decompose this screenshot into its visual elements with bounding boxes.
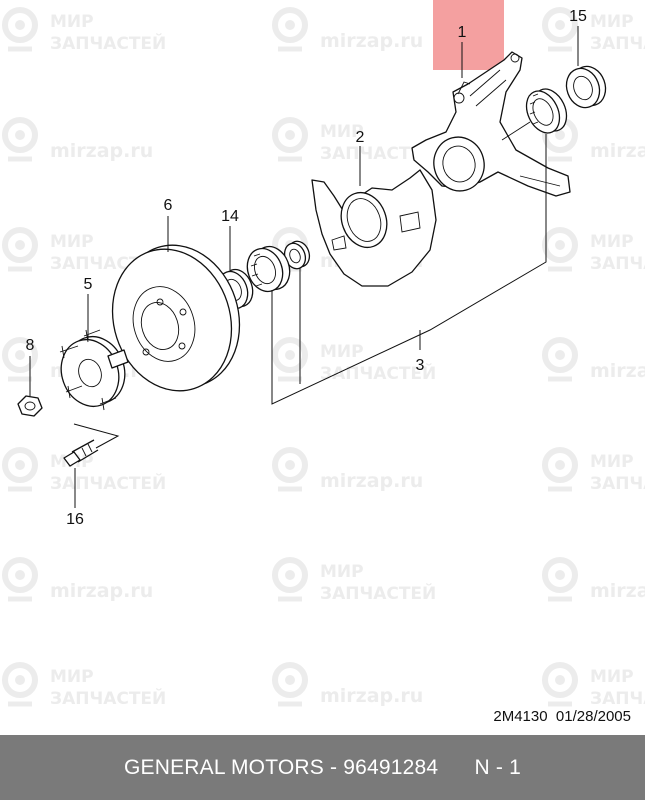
- svg-text:mirzap.ru: mirzap.ru: [320, 685, 423, 707]
- footer-part-number: 96491284: [343, 755, 439, 779]
- svg-text:МИР: МИР: [590, 667, 634, 687]
- svg-text:МИР: МИР: [320, 562, 364, 582]
- watermark-logo: mirzap.ru: [2, 117, 153, 162]
- callout-14[interactable]: 14: [221, 208, 239, 225]
- watermark-logo: mirzap.ru: [2, 557, 153, 602]
- footer-bar: GENERAL MOTORS - 96491284 N - 1: [0, 735, 645, 800]
- watermark-logo: mirzap.ru: [542, 337, 645, 382]
- svg-text:ЗАПЧАСТЕЙ: ЗАПЧАСТЕЙ: [320, 142, 436, 164]
- svg-text:ЗАПЧАСТЕЙ: ЗАПЧАСТЕЙ: [590, 252, 645, 274]
- drawing-date: 01/28/2005: [555, 708, 631, 725]
- drawing-code: 2M4130: [493, 708, 548, 725]
- selected-part-highlight: [433, 0, 504, 70]
- callout-8[interactable]: 8: [26, 337, 35, 354]
- bearing-inner[interactable]: [242, 242, 296, 297]
- svg-text:ЗАПЧАСТЕЙ: ЗАПЧАСТЕЙ: [320, 582, 436, 604]
- part-1-steering-knuckle[interactable]: [411, 42, 571, 197]
- svg-text:mirzap.ru: mirzap.ru: [590, 360, 645, 382]
- svg-text:mirzap.ru: mirzap.ru: [320, 30, 423, 52]
- svg-text:ЗАПЧАСТЕЙ: ЗАПЧАСТЕЙ: [590, 687, 645, 709]
- callout-1[interactable]: 1: [458, 24, 467, 41]
- callout-6[interactable]: 6: [164, 197, 173, 214]
- svg-text:МИР: МИР: [590, 232, 634, 252]
- svg-text:ЗАПЧАСТЕЙ: ЗАПЧАСТЕЙ: [590, 32, 645, 54]
- watermark-logo: mirzap.ru: [272, 447, 423, 492]
- svg-text:МИР: МИР: [50, 667, 94, 687]
- svg-text:МИР: МИР: [590, 12, 634, 32]
- watermark-logo: mirzap.ru: [272, 7, 423, 52]
- svg-text:mirzap.ru: mirzap.ru: [320, 470, 423, 492]
- part-6-brake-disc[interactable]: [95, 216, 258, 406]
- svg-text:ЗАПЧАСТЕЙ: ЗАПЧАСТЕЙ: [50, 32, 166, 54]
- watermark-logo: mirzap.ru: [272, 662, 423, 707]
- callout-3[interactable]: 3: [416, 357, 425, 374]
- footer-brand: GENERAL MOTORS: [123, 755, 324, 779]
- svg-text:МИР: МИР: [590, 452, 634, 472]
- callout-5[interactable]: 5: [84, 276, 93, 293]
- callout-2[interactable]: 2: [356, 129, 365, 146]
- part-15-seal[interactable]: [561, 26, 611, 112]
- bearing-upper[interactable]: [520, 84, 573, 139]
- svg-text:МИР: МИР: [50, 232, 94, 252]
- footer-separator: -: [323, 755, 344, 779]
- part-2-dust-shield[interactable]: [311, 146, 437, 287]
- part-5-wheel-hub[interactable]: [52, 294, 134, 415]
- footer-position: N - 1: [474, 755, 522, 779]
- svg-text:МИР: МИР: [320, 342, 364, 362]
- watermark-layer: МИРЗАПЧАСТЕЙmirzap.ruМИРЗАПЧАСТЕЙmirzap.…: [2, 7, 645, 709]
- exploded-parts-diagram: МИРЗАПЧАСТЕЙmirzap.ruМИРЗАПЧАСТЕЙmirzap.…: [2, 7, 645, 709]
- svg-text:ЗАПЧАСТЕЙ: ЗАПЧАСТЕЙ: [50, 687, 166, 709]
- svg-text:mirzap.ru: mirzap.ru: [590, 140, 645, 162]
- svg-text:mirzap.ru: mirzap.ru: [50, 580, 153, 602]
- svg-text:МИР: МИР: [50, 12, 94, 32]
- svg-text:mirzap.ru: mirzap.ru: [50, 140, 153, 162]
- svg-text:ЗАПЧАСТЕЙ: ЗАПЧАСТЕЙ: [590, 472, 645, 494]
- callout-15[interactable]: 15: [569, 8, 587, 25]
- part-16-wheel-stud[interactable]: [63, 439, 99, 508]
- part-14-inner-seal[interactable]: [213, 226, 257, 313]
- svg-text:ЗАПЧАСТЕЙ: ЗАПЧАСТЕЙ: [50, 472, 166, 494]
- svg-text:mirzap.ru: mirzap.ru: [590, 580, 645, 602]
- assembly-bracket-lines: [73, 134, 547, 449]
- watermark-logo: mirzap.ru: [542, 557, 645, 602]
- callout-16[interactable]: 16: [66, 511, 84, 528]
- drawing-stamp: 2M4130 01/28/2005: [493, 708, 631, 725]
- part-8-lug-nut[interactable]: [17, 356, 43, 417]
- svg-text:МИР: МИР: [320, 122, 364, 142]
